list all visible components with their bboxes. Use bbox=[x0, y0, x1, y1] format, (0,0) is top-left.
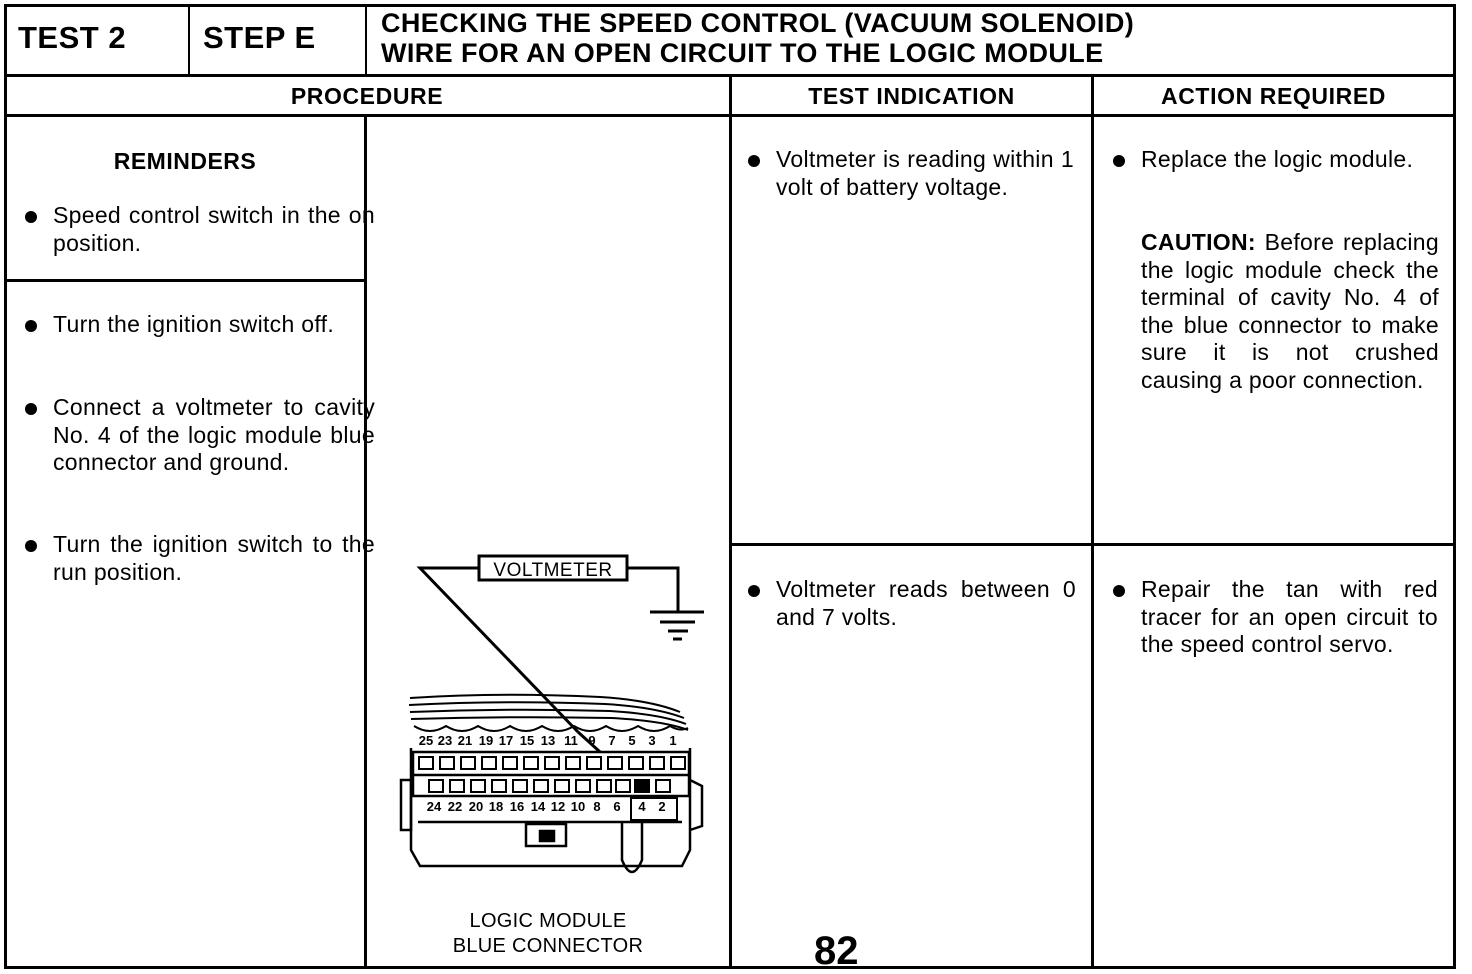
action-row-1: Replace the logic module. bbox=[1113, 146, 1438, 174]
caption-line-2: BLUE CONNECTOR bbox=[452, 935, 644, 957]
cavity-4-highlight bbox=[630, 797, 678, 821]
page-title: CHECKING THE SPEED CONTROL (VACUUM SOLEN… bbox=[381, 8, 1134, 68]
svg-text:10: 10 bbox=[571, 799, 585, 814]
diagram-caption: LOGIC MODULE BLUE CONNECTOR bbox=[367, 909, 729, 959]
svg-text:12: 12 bbox=[551, 799, 565, 814]
caution-text: Before replacing the logic module check … bbox=[1141, 229, 1439, 393]
page-number: 82 bbox=[814, 929, 859, 973]
procedure-column-header: PROCEDURE bbox=[290, 83, 444, 109]
svg-text:19: 19 bbox=[479, 733, 493, 748]
svg-text:14: 14 bbox=[531, 799, 546, 814]
svg-text:4: 4 bbox=[638, 799, 646, 814]
test-indication-column-header: TEST INDICATION bbox=[808, 83, 1015, 109]
title-line-2: WIRE FOR AN OPEN CIRCUIT TO THE LOGIC MO… bbox=[381, 38, 1104, 68]
svg-text:6: 6 bbox=[613, 799, 620, 814]
svg-text:25: 25 bbox=[419, 733, 433, 748]
reminders-heading: REMINDERS bbox=[113, 148, 257, 174]
outer-border-top bbox=[4, 4, 1456, 7]
header-divider-1 bbox=[188, 4, 190, 76]
header-bottom-line bbox=[4, 74, 1456, 77]
svg-text:3: 3 bbox=[648, 733, 655, 748]
reminders-bottom-line bbox=[4, 279, 366, 282]
indication-divider bbox=[1091, 76, 1094, 969]
connector-diagram: VOLTMETER bbox=[399, 554, 704, 874]
svg-text:23: 23 bbox=[438, 733, 452, 748]
procedure-step: Turn the ignition switch to the run posi… bbox=[25, 531, 375, 586]
header-divider-2 bbox=[365, 4, 367, 76]
cavity-row-lower bbox=[428, 779, 671, 793]
step-label: STEP E bbox=[203, 20, 316, 55]
indication-row-1: Voltmeter is reading within 1 volt of ba… bbox=[748, 146, 1074, 201]
svg-text:16: 16 bbox=[510, 799, 524, 814]
ground-icon bbox=[650, 610, 704, 641]
outer-border-left bbox=[4, 4, 7, 969]
svg-text:9: 9 bbox=[588, 733, 595, 748]
voltmeter-label: VOLTMETER bbox=[493, 560, 612, 581]
svg-text:15: 15 bbox=[520, 733, 534, 748]
svg-text:1: 1 bbox=[669, 733, 676, 748]
outer-border-right bbox=[1453, 4, 1456, 969]
caution-label: CAUTION: bbox=[1141, 229, 1256, 255]
procedure-step: Connect a voltmeter to cavity No. 4 of t… bbox=[25, 394, 375, 477]
svg-text:24: 24 bbox=[427, 799, 442, 814]
title-line-1: CHECKING THE SPEED CONTROL (VACUUM SOLEN… bbox=[381, 8, 1135, 38]
caption-line-1: LOGIC MODULE bbox=[469, 910, 627, 932]
svg-text:21: 21 bbox=[458, 733, 472, 748]
row-divider bbox=[731, 543, 1456, 546]
svg-text:17: 17 bbox=[499, 733, 513, 748]
svg-text:20: 20 bbox=[469, 799, 483, 814]
svg-text:2: 2 bbox=[658, 799, 665, 814]
reminder-item: Speed control switch in the on position. bbox=[25, 202, 375, 257]
action-required-column-header: ACTION REQUIRED bbox=[1161, 83, 1386, 109]
svg-text:13: 13 bbox=[541, 733, 555, 748]
cavity-row-upper bbox=[418, 756, 686, 770]
indication-row-2: Voltmeter reads between 0 and 7 volts. bbox=[748, 576, 1076, 631]
svg-text:18: 18 bbox=[489, 799, 503, 814]
svg-text:7: 7 bbox=[608, 733, 615, 748]
procedure-step: Turn the ignition switch off. bbox=[25, 311, 375, 339]
test-lead bbox=[416, 566, 580, 734]
test-number: TEST 2 bbox=[18, 20, 127, 55]
wire-bundle bbox=[408, 693, 689, 732]
svg-text:5: 5 bbox=[628, 733, 635, 748]
procedure-divider bbox=[729, 76, 732, 969]
svg-text:8: 8 bbox=[593, 799, 600, 814]
svg-text:22: 22 bbox=[448, 799, 462, 814]
caution-note: CAUTION: Before replacing the logic modu… bbox=[1141, 229, 1439, 394]
action-row-2: Repair the tan with red tracer for an op… bbox=[1113, 576, 1438, 659]
figure-divider bbox=[364, 116, 367, 969]
svg-text:11: 11 bbox=[564, 733, 578, 748]
ground-lead bbox=[627, 566, 680, 612]
